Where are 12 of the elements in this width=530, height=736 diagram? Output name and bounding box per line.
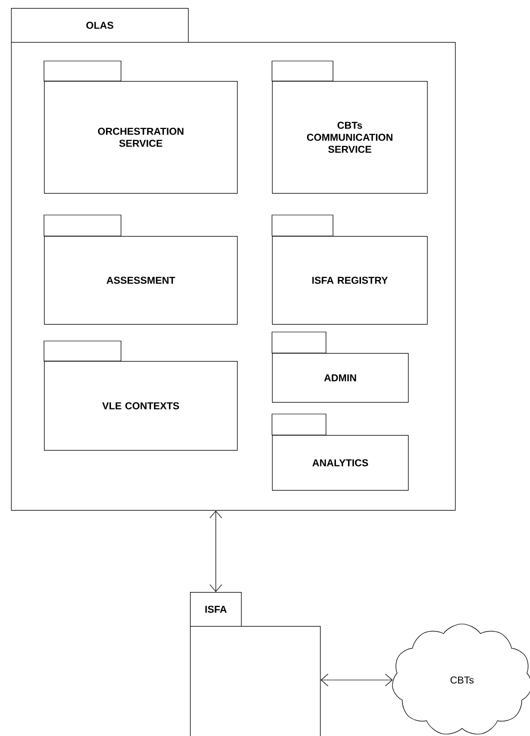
node-label: ISFA <box>205 606 227 613</box>
package-box: ISFA <box>190 592 321 736</box>
package-box: ISFA REGISTRY <box>272 214 428 325</box>
package-box: ANALYTICS <box>272 414 409 491</box>
package-box: CBTs COMMUNICATION SERVICE <box>272 60 428 194</box>
node-label: OLAS <box>86 22 114 29</box>
package-box: ADMIN <box>272 332 409 403</box>
arrow <box>210 510 222 592</box>
arrow <box>320 674 393 686</box>
package-box: ASSESSMENT <box>44 214 238 325</box>
package-box: ORCHESTRATION SERVICE <box>44 60 238 194</box>
package-box: VLE CONTEXTS <box>44 340 238 451</box>
